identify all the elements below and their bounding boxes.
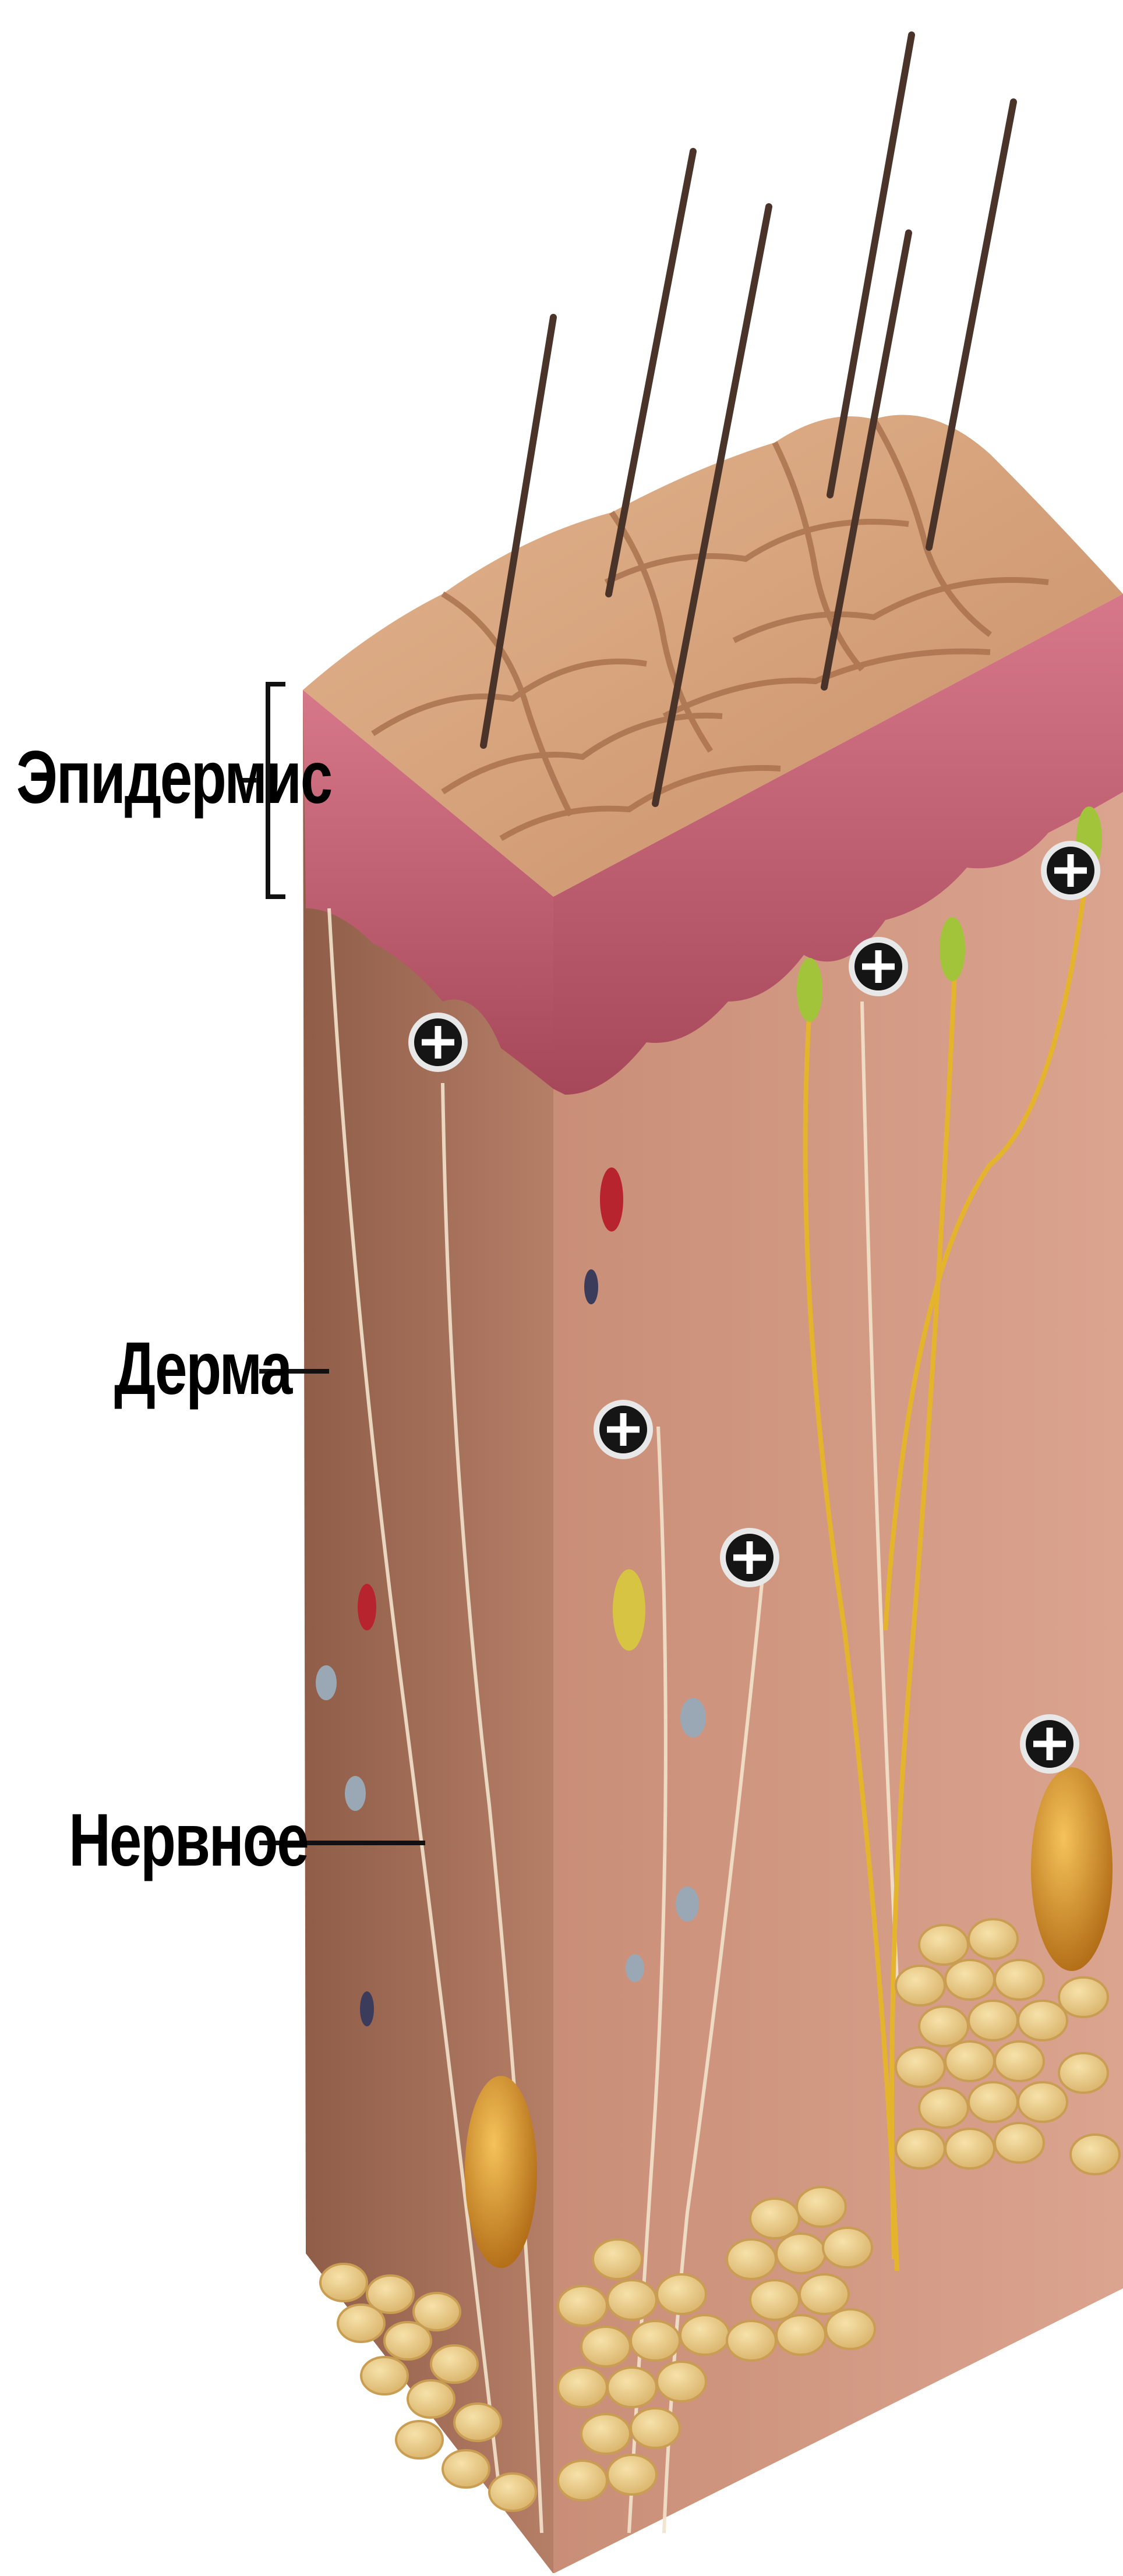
hotspot-mid-center[interactable] xyxy=(723,1531,776,1584)
hotspot-mid-left[interactable] xyxy=(596,1403,650,1456)
hotspot-top-right[interactable] xyxy=(1044,844,1097,897)
gland-bulb-front xyxy=(1031,1767,1113,1971)
hotspot-lower-right[interactable] xyxy=(1023,1717,1076,1771)
hotspot-top-middle[interactable] xyxy=(852,940,905,993)
label-dermis: Дерма xyxy=(114,1326,291,1411)
label-nervous: Нервное xyxy=(69,1797,308,1883)
label-epidermis: Эпидермис xyxy=(16,735,331,820)
hotspot-left-upper[interactable] xyxy=(411,1015,465,1069)
gland-bulb-side xyxy=(465,2076,537,2268)
